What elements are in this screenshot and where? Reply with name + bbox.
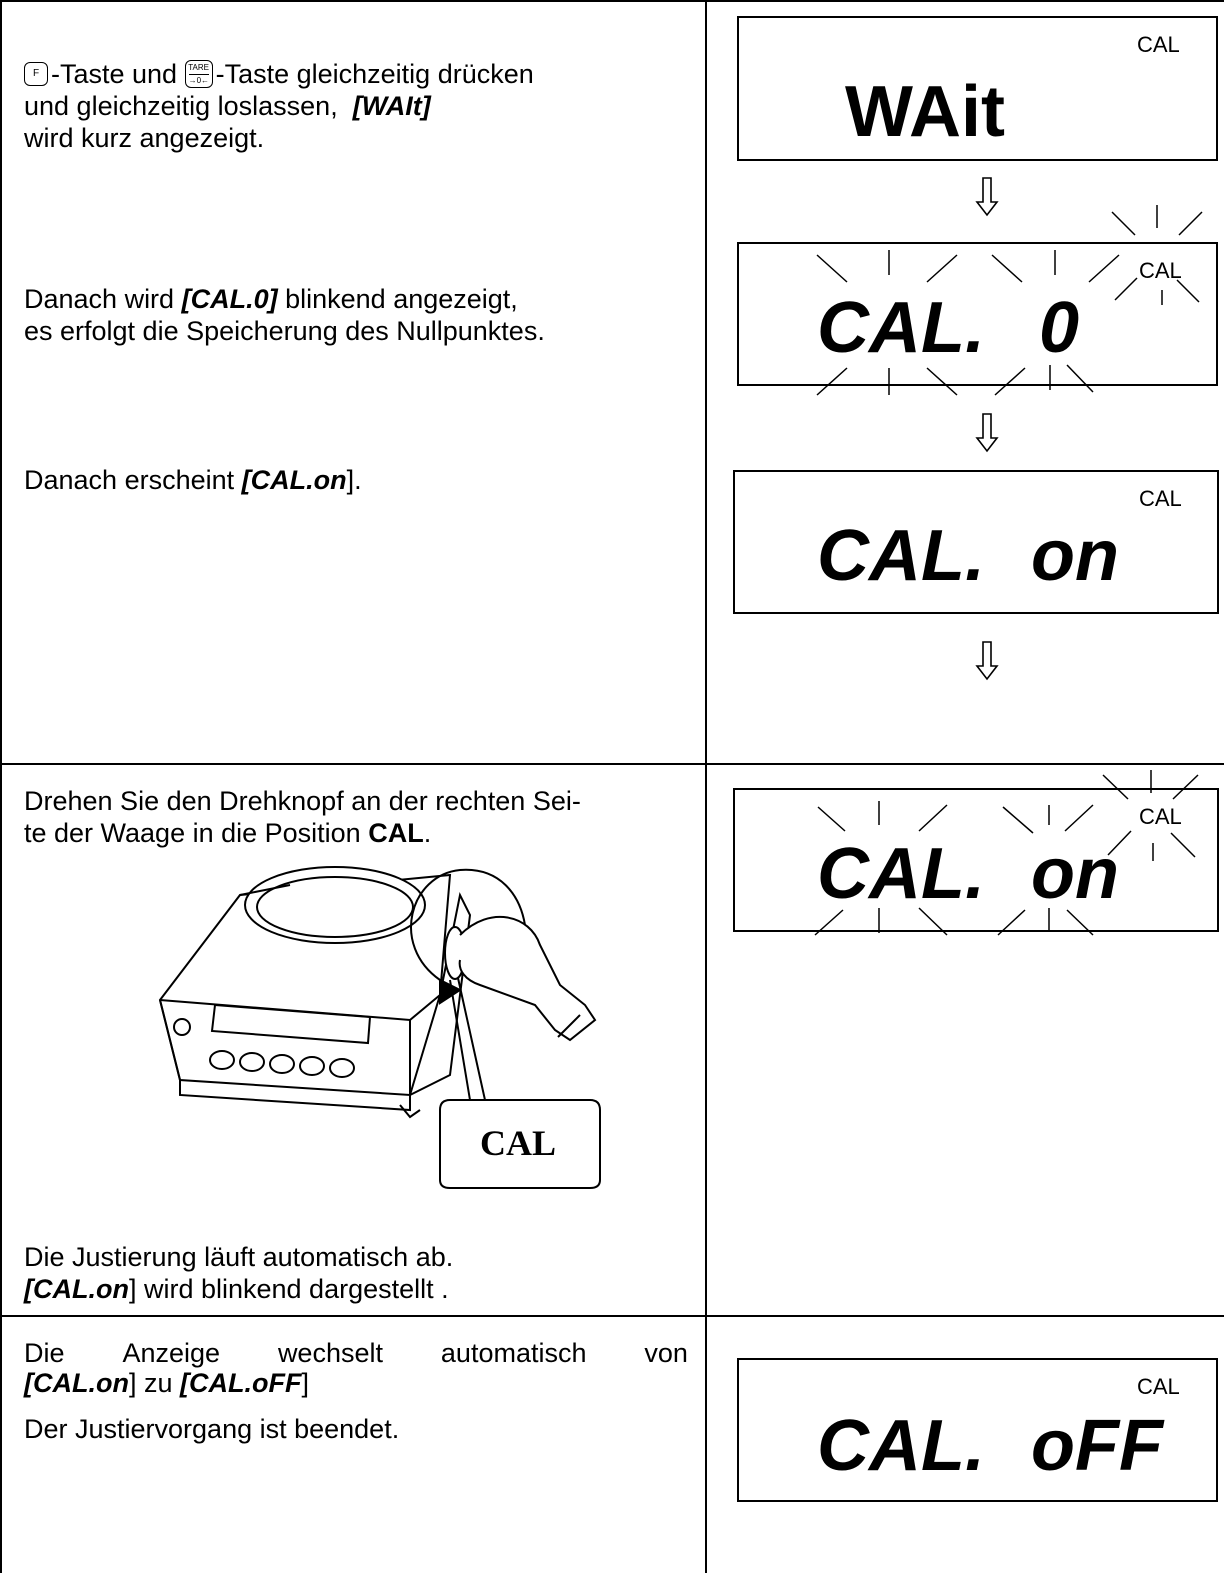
display-cal0: CAL CAL. 0 <box>737 242 1218 386</box>
display-text-cal0-left: CAL. <box>817 288 985 368</box>
code-calon: [CAL.on <box>24 1368 129 1398</box>
table-row-divider-2 <box>0 1315 1224 1317</box>
code-cal0: [CAL.0] <box>181 284 278 314</box>
display-calon-blinking: CAL CAL. on <box>733 788 1219 932</box>
display-text-calon-right: on <box>1031 516 1119 596</box>
code-calon: [CAL.on <box>241 465 347 495</box>
instruction-text: ] zu <box>128 1368 180 1398</box>
table-column-divider <box>705 0 707 1573</box>
justified-line: Die Anzeige wechselt automatisch von <box>24 1337 688 1369</box>
instruction-text: te der Waage in die Position <box>24 818 361 848</box>
display-wait: CAL WAit <box>737 16 1218 161</box>
down-arrow-icon <box>975 641 999 681</box>
instruction-text: Die Justierung läuft automatisch ab. <box>24 1242 454 1272</box>
instruction-text: Danach wird <box>24 284 175 314</box>
blink-rays-cal0 <box>816 205 1203 396</box>
instruction-text: blinkend angezeigt, <box>285 284 518 314</box>
display-text-wait: WAit <box>845 72 1005 152</box>
display-text-cal0-right: 0 <box>1039 288 1080 368</box>
code-caloff: [CAL.oFF <box>180 1368 302 1398</box>
instruction-word: Anzeige <box>122 1338 221 1368</box>
instruction-text: ] wird blinkend dargestellt . <box>128 1274 449 1304</box>
instruction-line: [CAL.on] zu [CAL.oFF] <box>24 1367 688 1399</box>
instruction-line: Der Justiervorgang ist beendet. <box>24 1414 400 1444</box>
tare-key-icon: TARE→0← <box>184 59 213 88</box>
display-caloff: CAL CAL. oFF <box>737 1358 1218 1502</box>
instruction-text: es erfolgt die Speicherung des Nullpunkt… <box>24 316 545 346</box>
blink-rays-calon <box>814 770 1199 936</box>
table-border-top <box>0 0 1224 2</box>
instruction-word: Die <box>24 1338 65 1368</box>
cal-indicator: CAL <box>1137 1374 1180 1399</box>
table-row-divider-1 <box>0 763 1224 765</box>
display-calon: CAL CAL. on <box>733 470 1219 614</box>
code-calon: [CAL.on <box>24 1274 129 1304</box>
instruction-text: wird kurz angezeigt. <box>24 123 265 153</box>
table-border-left <box>0 0 2 1573</box>
instruction-text: ]. <box>346 465 362 495</box>
callout-bubble-label: CAL <box>480 1123 556 1163</box>
callout-bubble <box>439 1099 601 1189</box>
balance-illustration: CAL <box>158 866 601 1189</box>
instruction-text: und gleichzeitig loslassen, <box>24 91 338 121</box>
cal-indicator: CAL <box>1139 804 1182 829</box>
f-key-icon: F <box>24 61 48 86</box>
instruction-display-changes: Die Anzeige wechselt automatisch von [CA… <box>24 1337 688 1445</box>
rotation-arrow-icon <box>410 868 526 981</box>
instruction-calon: Danach erscheint [CAL.on]. <box>24 464 694 496</box>
instruction-auto-adjust: Die Justierung läuft automatisch ab. [CA… <box>24 1241 694 1305</box>
display-text-calon-left: CAL. <box>817 834 985 914</box>
display-text-calon-left: CAL. <box>817 516 985 596</box>
instruction-text: Drehen Sie den Drehknopf an der rechten … <box>24 786 581 816</box>
instruction-text: -Taste gleichzeitig drücken <box>215 59 534 89</box>
down-arrow-icon <box>975 413 999 453</box>
cal-indicator: CAL <box>1139 486 1182 511</box>
instruction-text: -Taste und <box>51 59 178 89</box>
instruction-text: . <box>423 818 432 848</box>
weighing-pan <box>244 866 426 944</box>
balance-button <box>209 1050 235 1070</box>
instruction-cal0: Danach wird [CAL.0] blinkend angezeigt, … <box>24 283 694 347</box>
instruction-word: wechselt <box>277 1338 383 1368</box>
display-text-calon-right: on <box>1031 834 1119 914</box>
balance-display-window <box>210 1003 372 1045</box>
cal-indicator: CAL <box>1139 258 1182 283</box>
position-label: CAL <box>368 818 424 848</box>
cal-indicator: CAL <box>1137 32 1180 57</box>
code-wait: [WAIt] <box>352 91 431 121</box>
instruction-word: automatisch <box>440 1338 587 1368</box>
instruction-text: ] <box>301 1368 309 1398</box>
down-arrow-icon <box>975 177 999 217</box>
instruction-turn-knob: Drehen Sie den Drehknopf an der rechten … <box>24 785 694 849</box>
instruction-word: von <box>644 1338 688 1368</box>
display-text-caloff-left: CAL. <box>817 1406 985 1486</box>
instruction-press-keys: F-Taste und TARE→0←-Taste gleichzeitig d… <box>24 58 694 154</box>
display-text-caloff-right: oFF <box>1031 1406 1163 1486</box>
instruction-text: Danach erscheint <box>24 465 235 495</box>
